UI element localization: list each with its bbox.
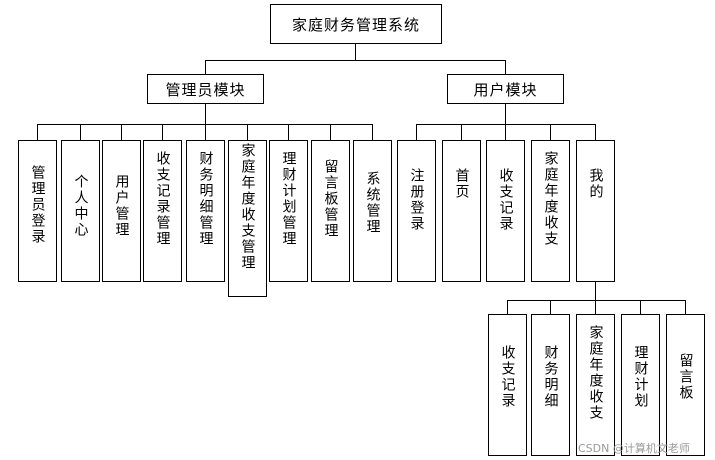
mine-item-node: 留言板 bbox=[666, 314, 705, 456]
user-module-label: 用户模块 bbox=[473, 80, 538, 99]
admin-item-node: 理财计划管理 bbox=[269, 140, 308, 282]
admin-item-label: 家庭年度收支管理 bbox=[239, 143, 256, 271]
mine-item-node: 财务明细 bbox=[531, 314, 570, 456]
admin-item-label: 管理员登录 bbox=[29, 165, 46, 245]
admin-module-node: 管理员模块 bbox=[147, 74, 264, 104]
user-item-label: 我的 bbox=[587, 168, 604, 200]
user-item-node: 收支记录 bbox=[486, 140, 525, 282]
mine-item-label: 留言板 bbox=[677, 353, 694, 401]
admin-item-label: 留言板管理 bbox=[322, 159, 339, 239]
mine-item-node: 收支记录 bbox=[488, 314, 527, 456]
user-item-label: 家庭年度收支 bbox=[542, 151, 559, 247]
mine-item-label: 理财计划 bbox=[632, 345, 649, 409]
admin-item-node: 用户管理 bbox=[102, 140, 141, 282]
admin-item-node: 收支记录管理 bbox=[143, 140, 182, 282]
user-item-node: 注册登录 bbox=[397, 140, 436, 282]
user-item-label: 首页 bbox=[453, 168, 470, 200]
admin-item-node: 留言板管理 bbox=[311, 140, 350, 282]
admin-item-node: 管理员登录 bbox=[18, 140, 57, 282]
user-item-label: 注册登录 bbox=[408, 168, 425, 232]
admin-item-label: 财务明细管理 bbox=[197, 151, 214, 247]
user-module-node: 用户模块 bbox=[447, 74, 564, 104]
admin-item-node: 财务明细管理 bbox=[186, 140, 225, 282]
mine-item-label: 家庭年度收支 bbox=[587, 325, 604, 421]
user-item-label: 收支记录 bbox=[497, 168, 514, 232]
admin-item-node: 家庭年度收支管理 bbox=[228, 140, 267, 297]
admin-item-label: 用户管理 bbox=[113, 174, 130, 238]
admin-item-label: 理财计划管理 bbox=[280, 151, 297, 247]
admin-item-label: 系统管理 bbox=[364, 171, 381, 235]
user-item-node: 家庭年度收支 bbox=[531, 140, 570, 282]
admin-module-label: 管理员模块 bbox=[165, 80, 246, 99]
user-item-node: 首页 bbox=[442, 140, 481, 282]
admin-item-label: 收支记录管理 bbox=[154, 151, 171, 247]
admin-item-node: 个人中心 bbox=[61, 140, 100, 282]
root-node: 家庭财务管理系统 bbox=[270, 4, 442, 44]
user-item-node: 我的 bbox=[576, 140, 615, 282]
admin-item-label: 个人中心 bbox=[72, 174, 89, 238]
mine-item-label: 财务明细 bbox=[542, 345, 559, 409]
mine-item-label: 收支记录 bbox=[499, 345, 516, 409]
mine-item-node: 理财计划 bbox=[621, 314, 660, 456]
root-label: 家庭财务管理系统 bbox=[291, 15, 420, 34]
watermark: CSDN @计算机文老师 bbox=[578, 442, 690, 455]
mine-item-node: 家庭年度收支 bbox=[576, 314, 615, 456]
admin-item-node: 系统管理 bbox=[353, 140, 392, 282]
